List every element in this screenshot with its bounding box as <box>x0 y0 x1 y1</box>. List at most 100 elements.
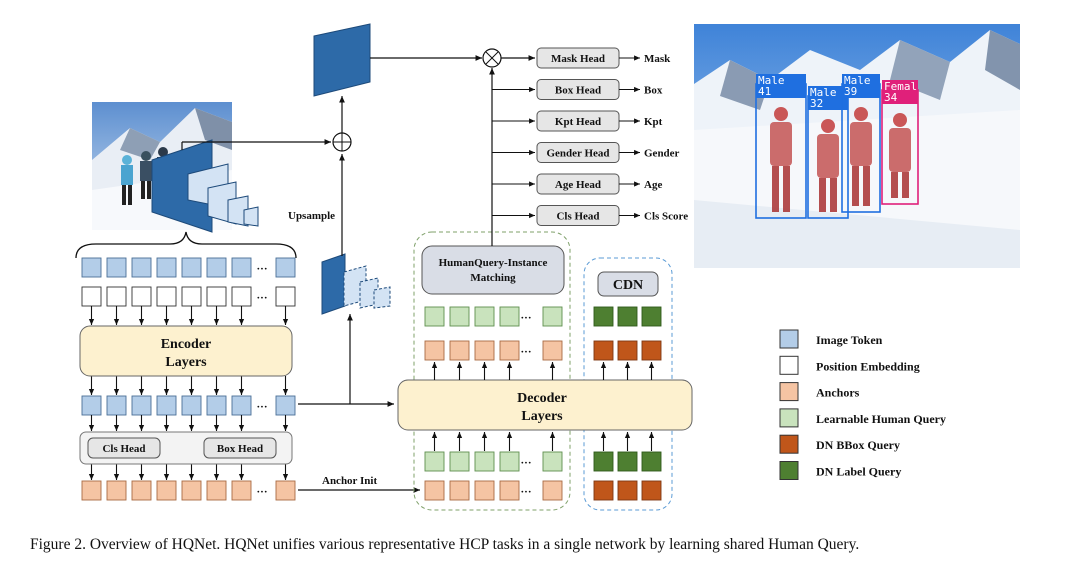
anchor <box>231 480 252 501</box>
legend-label: Image Token <box>816 333 883 347</box>
image-token <box>275 257 296 278</box>
anchor <box>206 480 227 501</box>
dn-label-query-input <box>593 451 614 472</box>
head-name: Cls Head <box>556 211 599 223</box>
ellipsis: ··· <box>256 401 267 413</box>
legend-swatch <box>779 461 799 480</box>
image-token <box>156 257 177 278</box>
legend-item: DN BBox Query <box>779 434 900 454</box>
encoded-token <box>106 395 127 416</box>
matching-line-1: HumanQuery-Instance <box>439 257 548 269</box>
box-head-label: Box Head <box>217 443 263 455</box>
detection-tag <box>756 74 806 98</box>
person-head <box>774 107 788 121</box>
ellipsis: ··· <box>256 486 267 498</box>
head-name: Box Head <box>555 85 601 97</box>
anchor-output <box>499 340 520 361</box>
learnable-human-query <box>449 306 470 327</box>
anchor <box>81 480 102 501</box>
anchor-input <box>499 480 520 501</box>
dn-bbox-query <box>593 340 614 361</box>
detection-tag <box>882 80 918 104</box>
encoded-token <box>231 395 252 416</box>
dn-label-query <box>617 306 638 327</box>
encoded-token <box>181 395 202 416</box>
person-body <box>889 128 911 172</box>
anchor-output <box>542 340 563 361</box>
legend-item: Position Embedding <box>779 355 920 375</box>
image-token <box>206 257 227 278</box>
cdn-label: CDN <box>613 278 643 293</box>
detection-label: Male <box>758 74 785 87</box>
detection-age: 34 <box>884 91 898 104</box>
legend-item: Anchors <box>779 382 860 402</box>
person-leg <box>772 166 779 212</box>
encoded-token <box>156 395 177 416</box>
head-name: Kpt Head <box>555 116 601 128</box>
detection-age: 41 <box>758 85 771 98</box>
image-token <box>231 257 252 278</box>
encoder-token-rows: ············ <box>81 257 296 501</box>
anchor-output <box>474 340 495 361</box>
detection-label: Male <box>810 86 837 99</box>
ellipsis: ··· <box>520 486 531 498</box>
dn-bbox-query-input <box>641 480 662 501</box>
decoder-title-2: Layers <box>521 409 563 424</box>
detection-label: Femal <box>884 80 917 93</box>
dn-bbox-query-input <box>593 480 614 501</box>
head-output: Cls Score <box>644 211 688 223</box>
decoder-query-rows: ············ <box>424 306 662 501</box>
dn-label-query <box>641 306 662 327</box>
person-leg <box>902 172 909 198</box>
dn-label-query-input <box>617 451 638 472</box>
anchor <box>275 480 296 501</box>
anchor-output <box>424 340 445 361</box>
learnable-human-query <box>424 306 445 327</box>
cdn-block: CDN <box>597 271 659 297</box>
legend-swatch <box>779 355 799 375</box>
ellipsis: ··· <box>256 263 267 275</box>
upsample-label: Upsample <box>288 210 335 222</box>
person-leg <box>783 166 790 212</box>
image-token <box>181 257 202 278</box>
anchor <box>156 480 177 501</box>
encoded-token <box>131 395 152 416</box>
image-token <box>131 257 152 278</box>
task-head: Age Head Age <box>492 173 662 195</box>
dn-bbox-query <box>641 340 662 361</box>
learnable-human-query-input <box>542 451 563 472</box>
anchor-input <box>474 480 495 501</box>
image-token <box>81 257 102 278</box>
position-embedding <box>106 286 127 307</box>
decoder-title-1: Decoder <box>517 391 567 406</box>
legend-label: Anchors <box>816 386 860 400</box>
head-name: Gender Head <box>546 148 609 160</box>
decoder-layers-block: Decoder Layers <box>397 379 693 431</box>
head-output: Age <box>644 179 662 191</box>
position-embedding <box>131 286 152 307</box>
backbone-feature-pyramid <box>151 139 259 233</box>
matching-line-2: Matching <box>470 272 516 284</box>
dn-bbox-query <box>617 340 638 361</box>
head-name: Age Head <box>555 179 601 191</box>
anchor-input <box>449 480 470 501</box>
dn-label-query <box>593 306 614 327</box>
legend-swatch <box>779 408 799 428</box>
head-trunk <box>482 48 535 246</box>
person-head <box>821 119 835 133</box>
legend-item: DN Label Query <box>779 461 901 480</box>
detection-age: 39 <box>844 85 857 98</box>
cls-head-label: Cls Head <box>102 443 145 455</box>
person-leg <box>891 172 898 198</box>
legend-swatch <box>779 382 799 402</box>
detection-label: Male <box>844 74 871 87</box>
detection-tag <box>842 74 880 98</box>
position-embedding <box>206 286 227 307</box>
